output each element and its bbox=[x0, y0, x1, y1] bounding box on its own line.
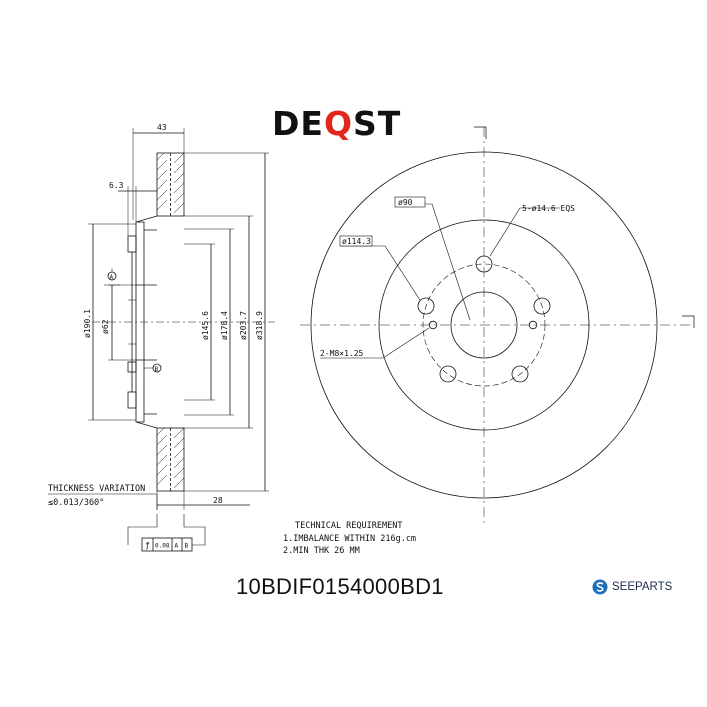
seeparts-emblem-icon bbox=[592, 579, 608, 595]
datum-b-label: B bbox=[155, 366, 159, 373]
thickness-variation-value: ≤0.013/360° bbox=[48, 498, 104, 508]
seeparts-logo: SEEPARTS bbox=[592, 579, 672, 595]
bolt-hole-2 bbox=[533, 297, 551, 315]
tolerance-ref-a: A bbox=[175, 543, 179, 550]
tech-req-title: TECHNICAL REQUIREMENT bbox=[295, 521, 402, 531]
label-dia-90: ø90 bbox=[398, 198, 413, 207]
section-hatch bbox=[156, 152, 185, 489]
brand-accent-letter: Q bbox=[323, 104, 353, 143]
label-bolt-holes: 5-ø14.6 EQS bbox=[522, 204, 575, 213]
seeparts-label: SEEPARTS bbox=[612, 581, 673, 593]
side-section-view bbox=[48, 128, 275, 552]
dim-dia-62: ø62 bbox=[101, 319, 110, 334]
tech-req-line1: 1.IMBALANCE WITHIN 216g.cm bbox=[283, 534, 416, 544]
label-pcd: ø114.3 bbox=[342, 237, 371, 246]
bolt-hole-4 bbox=[439, 365, 457, 383]
dim-dia-145: ø145.6 bbox=[201, 311, 210, 340]
dim-thickness-28: 28 bbox=[213, 496, 223, 505]
tech-req-line2: 2.MIN THK 26 MM bbox=[283, 546, 360, 556]
tolerance-value: 0.08 bbox=[155, 543, 170, 550]
dim-dia-203: ø203.7 bbox=[239, 311, 248, 340]
tolerance-ref-b: B bbox=[185, 543, 189, 550]
tolerance-symbol: ƒ bbox=[145, 541, 150, 550]
part-number: 10BDIF0154000BD1 bbox=[236, 574, 444, 599]
brand-prefix: DE bbox=[272, 104, 324, 143]
datum-a-label: A bbox=[110, 274, 114, 281]
bolt-hole-5 bbox=[417, 297, 435, 315]
dim-dia-318: ø318.9 bbox=[255, 311, 264, 340]
dim-dia-190: ø190.1 bbox=[83, 309, 92, 338]
bolt-hole-3 bbox=[511, 365, 529, 383]
label-threads: 2-M8×1.25 bbox=[320, 349, 364, 358]
dim-width-43: 43 bbox=[157, 123, 167, 132]
tolerance-frame bbox=[141, 537, 193, 552]
brand-logo: DEQST bbox=[272, 104, 401, 143]
thickness-variation-title: THICKNESS VARIATION bbox=[48, 484, 145, 494]
brand-suffix: ST bbox=[353, 104, 402, 143]
front-view bbox=[300, 126, 695, 525]
dim-hat-offset: 6.3 bbox=[109, 181, 124, 190]
dim-dia-178: ø178.4 bbox=[220, 311, 229, 340]
